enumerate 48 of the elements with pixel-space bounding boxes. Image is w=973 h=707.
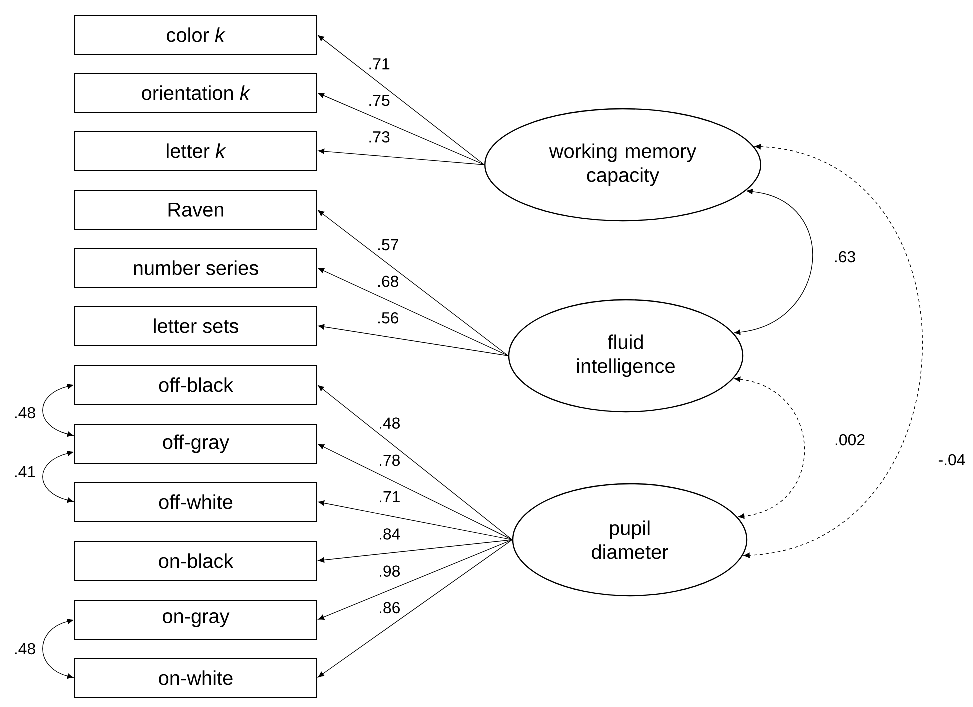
edge-label: .86: [378, 601, 402, 615]
edge-label: .41: [12, 466, 38, 478]
edge-label: .48: [378, 416, 402, 430]
loading-arrow: [318, 444, 513, 540]
loading-arrow: [318, 35, 485, 166]
edge-label: .56: [376, 311, 400, 325]
indicator-box: color k: [74, 15, 318, 55]
covariance-arrow: [734, 376, 806, 520]
edge-label: .75: [367, 94, 392, 108]
edge-label: -.04: [937, 453, 967, 467]
edge-label: .002: [834, 433, 866, 447]
loading-arrow: [318, 268, 509, 356]
loading-arrow: [318, 93, 485, 166]
indicator-box: off-white: [74, 482, 318, 522]
edge-label: .71: [378, 490, 402, 504]
edge-label: .57: [376, 238, 400, 252]
edge-label: .98: [378, 564, 402, 578]
loading-arrow: [318, 385, 513, 540]
loading-arrow: [318, 500, 513, 540]
covariance-arrow: [42, 618, 74, 679]
edge-label: .84: [378, 528, 402, 541]
indicator-box: on-black: [74, 540, 318, 581]
edge-label: .78: [378, 454, 402, 468]
indicator-box: Raven: [74, 190, 318, 230]
edge-label: .68: [376, 274, 400, 288]
loading-arrow: [318, 210, 509, 356]
indicator-box: on-white: [74, 658, 318, 698]
loading-arrow: [318, 324, 509, 356]
covariance-arrow: [744, 144, 923, 558]
indicator-box: number series: [74, 248, 318, 288]
edge-label: .71: [367, 58, 392, 71]
edge-label: .63: [832, 250, 858, 264]
indicator-box: off-gray: [74, 424, 318, 464]
edge-label: .48: [12, 406, 38, 420]
covariance-arrow: [42, 384, 74, 437]
covariance-arrow: [42, 450, 74, 503]
loading-arrow: [318, 540, 513, 563]
loading-arrow: [318, 148, 485, 166]
indicator-box: on-gray: [74, 600, 318, 640]
indicator-box: letter k: [74, 130, 318, 171]
edge-label: .73: [367, 130, 392, 144]
indicator-box: orientation k: [74, 73, 318, 113]
edge-label: .48: [12, 642, 38, 656]
indicator-box: letter sets: [74, 306, 318, 346]
loading-arrow: [318, 540, 513, 678]
indicator-box: off-black: [74, 364, 318, 405]
covariance-arrow: [734, 189, 813, 336]
loading-arrow: [318, 540, 513, 620]
